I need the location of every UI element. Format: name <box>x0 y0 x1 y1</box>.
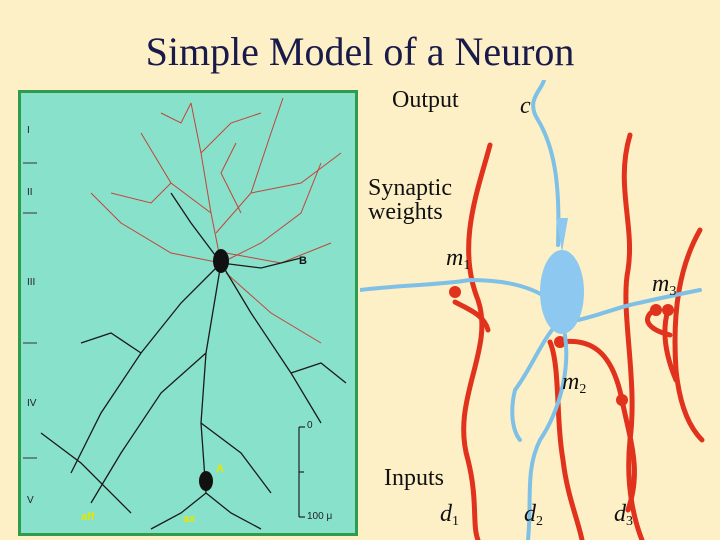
dendrite-right <box>576 288 702 322</box>
layer-label-3: III <box>27 277 36 288</box>
input-axon-1 <box>461 142 493 540</box>
scale-label-hundred: 100 μ <box>307 511 333 522</box>
cell-body-b <box>213 249 229 273</box>
input-axon-2 <box>547 339 585 540</box>
synapse-m2 <box>554 336 566 348</box>
micrograph-drawing <box>23 97 347 530</box>
input-axons <box>452 132 705 540</box>
ax-label: ax <box>183 513 196 525</box>
cell-label-b: B <box>299 255 307 267</box>
layer-label-2: II <box>27 187 33 198</box>
dendrite-bottom <box>526 333 569 540</box>
inputs-label: Inputs <box>384 465 444 491</box>
layer-label-4: IV <box>27 398 37 409</box>
weight-m1: m1 <box>446 245 471 273</box>
weight-m3: m3 <box>652 271 677 299</box>
input-d1: d1 <box>440 501 459 529</box>
weight-m2: m2 <box>562 369 587 397</box>
scale-bar <box>298 426 305 518</box>
black-dendrite-tree <box>40 192 347 530</box>
aff-label: aff <box>81 511 95 523</box>
input-axon-4 <box>672 227 705 443</box>
dendrite-lower-left <box>510 328 554 442</box>
synapse-m3b <box>662 304 674 316</box>
neuron-dendrites <box>360 80 702 540</box>
output-label: Output <box>392 87 459 113</box>
axon-branch-1 <box>452 299 491 333</box>
dendrite-left <box>360 277 552 302</box>
neuron-micrograph: I II III IV V A B aff ax 0 100 μ <box>18 90 358 536</box>
input-d2: d2 <box>524 501 543 529</box>
layer-label-1: I <box>27 125 30 136</box>
neuron-model-diagram <box>360 80 705 540</box>
axon-hillock <box>556 218 568 252</box>
scale-label-zero: 0 <box>307 420 313 431</box>
output-c-symbol: c <box>520 93 531 119</box>
cell-body-a <box>199 471 213 491</box>
cell-body <box>540 250 584 334</box>
red-dendrite-tree <box>90 97 342 344</box>
synapse-m1 <box>449 286 461 298</box>
synaptic-weights-label: Synaptic weights <box>368 175 452 225</box>
input-d3: d3 <box>614 501 633 529</box>
synapse-terminals <box>449 286 674 406</box>
output-axon <box>531 80 561 247</box>
synapse-m3a <box>650 304 662 316</box>
input-axon-3 <box>621 132 645 540</box>
layer-label-5: V <box>27 495 34 506</box>
axon-branch-2 <box>557 338 637 513</box>
cell-label-a: A <box>216 463 224 475</box>
page-title: Simple Model of a Neuron <box>145 29 575 74</box>
synapse-m2b <box>616 394 628 406</box>
